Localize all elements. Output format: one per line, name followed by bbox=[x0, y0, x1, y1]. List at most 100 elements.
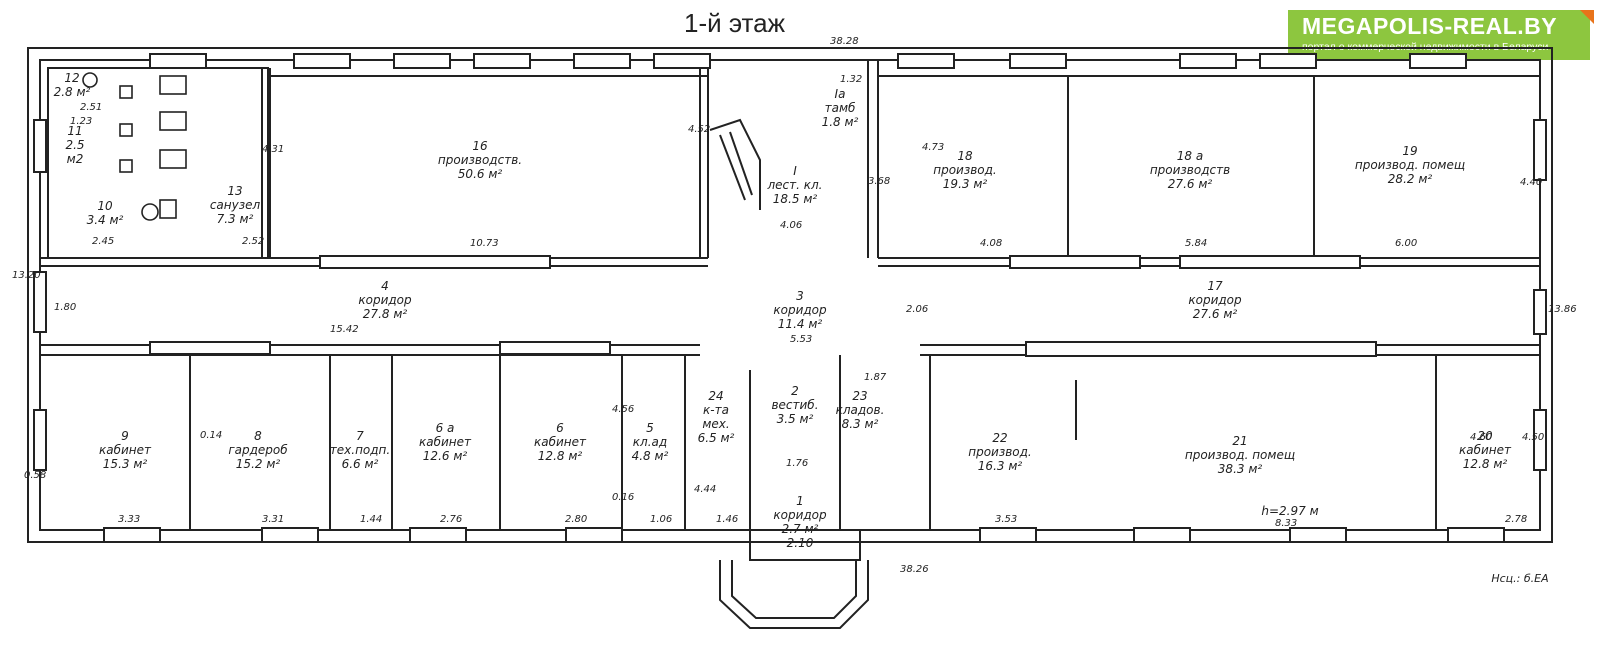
room-label-line: 7.3 м² bbox=[217, 212, 254, 226]
room-label-line: 27.8 м² bbox=[363, 307, 408, 321]
room-label-line: производств bbox=[1150, 163, 1230, 177]
dimension-label: 1.32 bbox=[840, 74, 862, 85]
room-label-line: 28.2 м² bbox=[1388, 172, 1433, 186]
room-label-line: 8.3 м² bbox=[842, 417, 879, 431]
logo-corner-mark bbox=[1580, 10, 1594, 24]
room-label-line: 2.5 bbox=[65, 138, 84, 152]
room-label-line: 4 bbox=[381, 279, 389, 293]
height-note: h=2.97 м bbox=[1261, 504, 1318, 518]
room-label-line: мех. bbox=[702, 417, 729, 431]
room-label-line: 22 bbox=[992, 431, 1007, 445]
room-label-line: 50.6 м² bbox=[458, 167, 503, 181]
room-label-line: 6.6 м² bbox=[342, 457, 379, 471]
room-label-line: санузел bbox=[210, 198, 261, 212]
dimension-label: 0.14 bbox=[200, 430, 222, 441]
room-label-line: 3 bbox=[796, 289, 804, 303]
room-label-line: кл.ад bbox=[633, 435, 667, 449]
dimension-label: 1.23 bbox=[70, 116, 92, 127]
dimension-label: 3.33 bbox=[118, 514, 140, 525]
room-label-line: 12.8 м² bbox=[1463, 457, 1508, 471]
room-label-line: 17 bbox=[1207, 279, 1223, 293]
room-label-line: 8 bbox=[254, 429, 262, 443]
dimension-label: 4.52 bbox=[688, 124, 710, 135]
dimension-label: 13.86 bbox=[1548, 304, 1577, 315]
dimension-label: 4.60 bbox=[1470, 432, 1492, 443]
room-label-line: 3.5 м² bbox=[777, 412, 814, 426]
room-label-line: 21 bbox=[1232, 434, 1247, 448]
room-label-line: лест. кл. bbox=[766, 178, 822, 192]
room-label-line: 24 bbox=[708, 389, 723, 403]
room-label-line: производ. помещ bbox=[1355, 158, 1465, 172]
room-label-line: коридор bbox=[1188, 293, 1242, 307]
room-label-line: I bbox=[793, 164, 797, 178]
room-label-line: 2.8 м² bbox=[54, 85, 91, 99]
room-label-line: кладов. bbox=[836, 403, 885, 417]
room-label-line: 13 bbox=[227, 184, 242, 198]
room-label-line: 19 bbox=[1402, 144, 1417, 158]
site-logo[interactable]: MEGAPOLIS-REAL.BY портал о коммерческой … bbox=[1288, 10, 1594, 60]
dimension-label: 8.33 bbox=[1275, 518, 1297, 529]
room-label-line: 2.7 м² bbox=[782, 522, 819, 536]
room-label-line: 5 bbox=[646, 421, 654, 435]
room-label-line: Iа bbox=[835, 87, 846, 101]
room-label-line: производств. bbox=[438, 153, 522, 167]
room-label-line: 18.5 м² bbox=[773, 192, 818, 206]
room-label-line: кабинет bbox=[99, 443, 152, 457]
room-label-line: кабинет bbox=[1459, 443, 1512, 457]
dimension-label: 2.76 bbox=[440, 514, 462, 525]
fixtures bbox=[82, 72, 187, 221]
dimension-label: 4.40 bbox=[1520, 177, 1542, 188]
dimension-label: 4.06 bbox=[780, 220, 802, 231]
dimension-label: 0.58 bbox=[24, 470, 46, 481]
room-label-line: производ. bbox=[968, 445, 1032, 459]
dimension-label: 1.80 bbox=[54, 302, 76, 313]
dimension-label: 0.16 bbox=[612, 492, 634, 503]
room-label-line: 27.6 м² bbox=[1193, 307, 1238, 321]
dimension-label: 2.45 bbox=[92, 236, 114, 247]
room-label-line: 10 bbox=[97, 199, 113, 213]
dimension-label: 4.08 bbox=[980, 238, 1002, 249]
room-label-line: производ. bbox=[933, 163, 997, 177]
stamp-note: Нсц.: б.ЕА bbox=[1491, 572, 1548, 585]
room-label-line: 18 bbox=[957, 149, 973, 163]
room-label-line: 19.3 м² bbox=[943, 177, 988, 191]
floor-title: 1-й этаж bbox=[684, 8, 786, 38]
dimension-label: 38.26 bbox=[900, 564, 929, 575]
dimension-label: 4.50 bbox=[1522, 432, 1544, 443]
dimension-label: 3.68 bbox=[868, 176, 890, 187]
room-label-line: 15.3 м² bbox=[103, 457, 148, 471]
dimension-label: 3.53 bbox=[995, 514, 1017, 525]
room-label-line: гардероб bbox=[228, 443, 288, 457]
dimension-label: 4.31 bbox=[262, 144, 284, 155]
dimension-label: 10.73 bbox=[470, 238, 499, 249]
room-label-line: производ. помещ bbox=[1185, 448, 1295, 462]
room-label-line: 9 bbox=[121, 429, 129, 443]
room-label-line: 16 bbox=[472, 139, 488, 153]
room-label-line: кабинет bbox=[534, 435, 587, 449]
room-label-line: тамб bbox=[825, 101, 856, 115]
room-label-line: 16.3 м² bbox=[978, 459, 1023, 473]
dimension-label: 4.56 bbox=[612, 404, 634, 415]
room-label-line: 15.2 м² bbox=[236, 457, 281, 471]
room-label-line: 27.6 м² bbox=[1168, 177, 1213, 191]
room-label-line: 23 bbox=[852, 389, 867, 403]
room-label-line: м2 bbox=[67, 152, 84, 166]
room-label-line: 1 bbox=[796, 494, 804, 508]
dimension-label: 5.84 bbox=[1185, 238, 1207, 249]
room-label-line: 2 bbox=[791, 384, 799, 398]
dimension-label: 1.87 bbox=[864, 372, 887, 383]
